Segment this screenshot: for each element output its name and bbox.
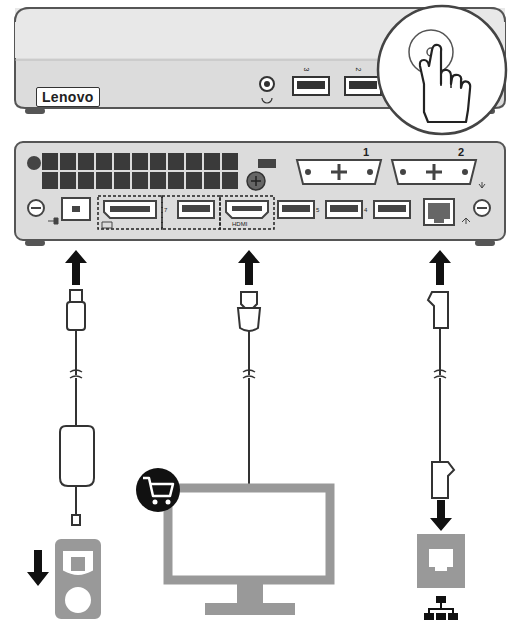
brand-logo: Lenovo <box>36 87 100 107</box>
port-number: 2 <box>355 68 362 72</box>
insert-arrows <box>65 250 451 285</box>
port-number: 7 <box>164 207 167 213</box>
ethernet-cable <box>418 292 464 587</box>
rear-panel <box>15 142 505 246</box>
option-cart-icon <box>136 468 180 512</box>
node-text: Lenovo <box>42 89 94 105</box>
port-label: HDMI <box>232 221 247 227</box>
monitor <box>168 292 330 614</box>
power-adapter <box>56 290 100 618</box>
port-number: 4 <box>364 207 367 213</box>
network-icon <box>424 596 458 620</box>
port-number: 2 <box>458 147 464 158</box>
port-number: 1 <box>363 147 369 158</box>
port-number: 3 <box>303 68 310 72</box>
port-number: 5 <box>316 207 319 213</box>
power-button-callout <box>378 6 506 134</box>
plug-in-arrow <box>430 500 452 531</box>
unplug-arrow <box>27 550 49 586</box>
